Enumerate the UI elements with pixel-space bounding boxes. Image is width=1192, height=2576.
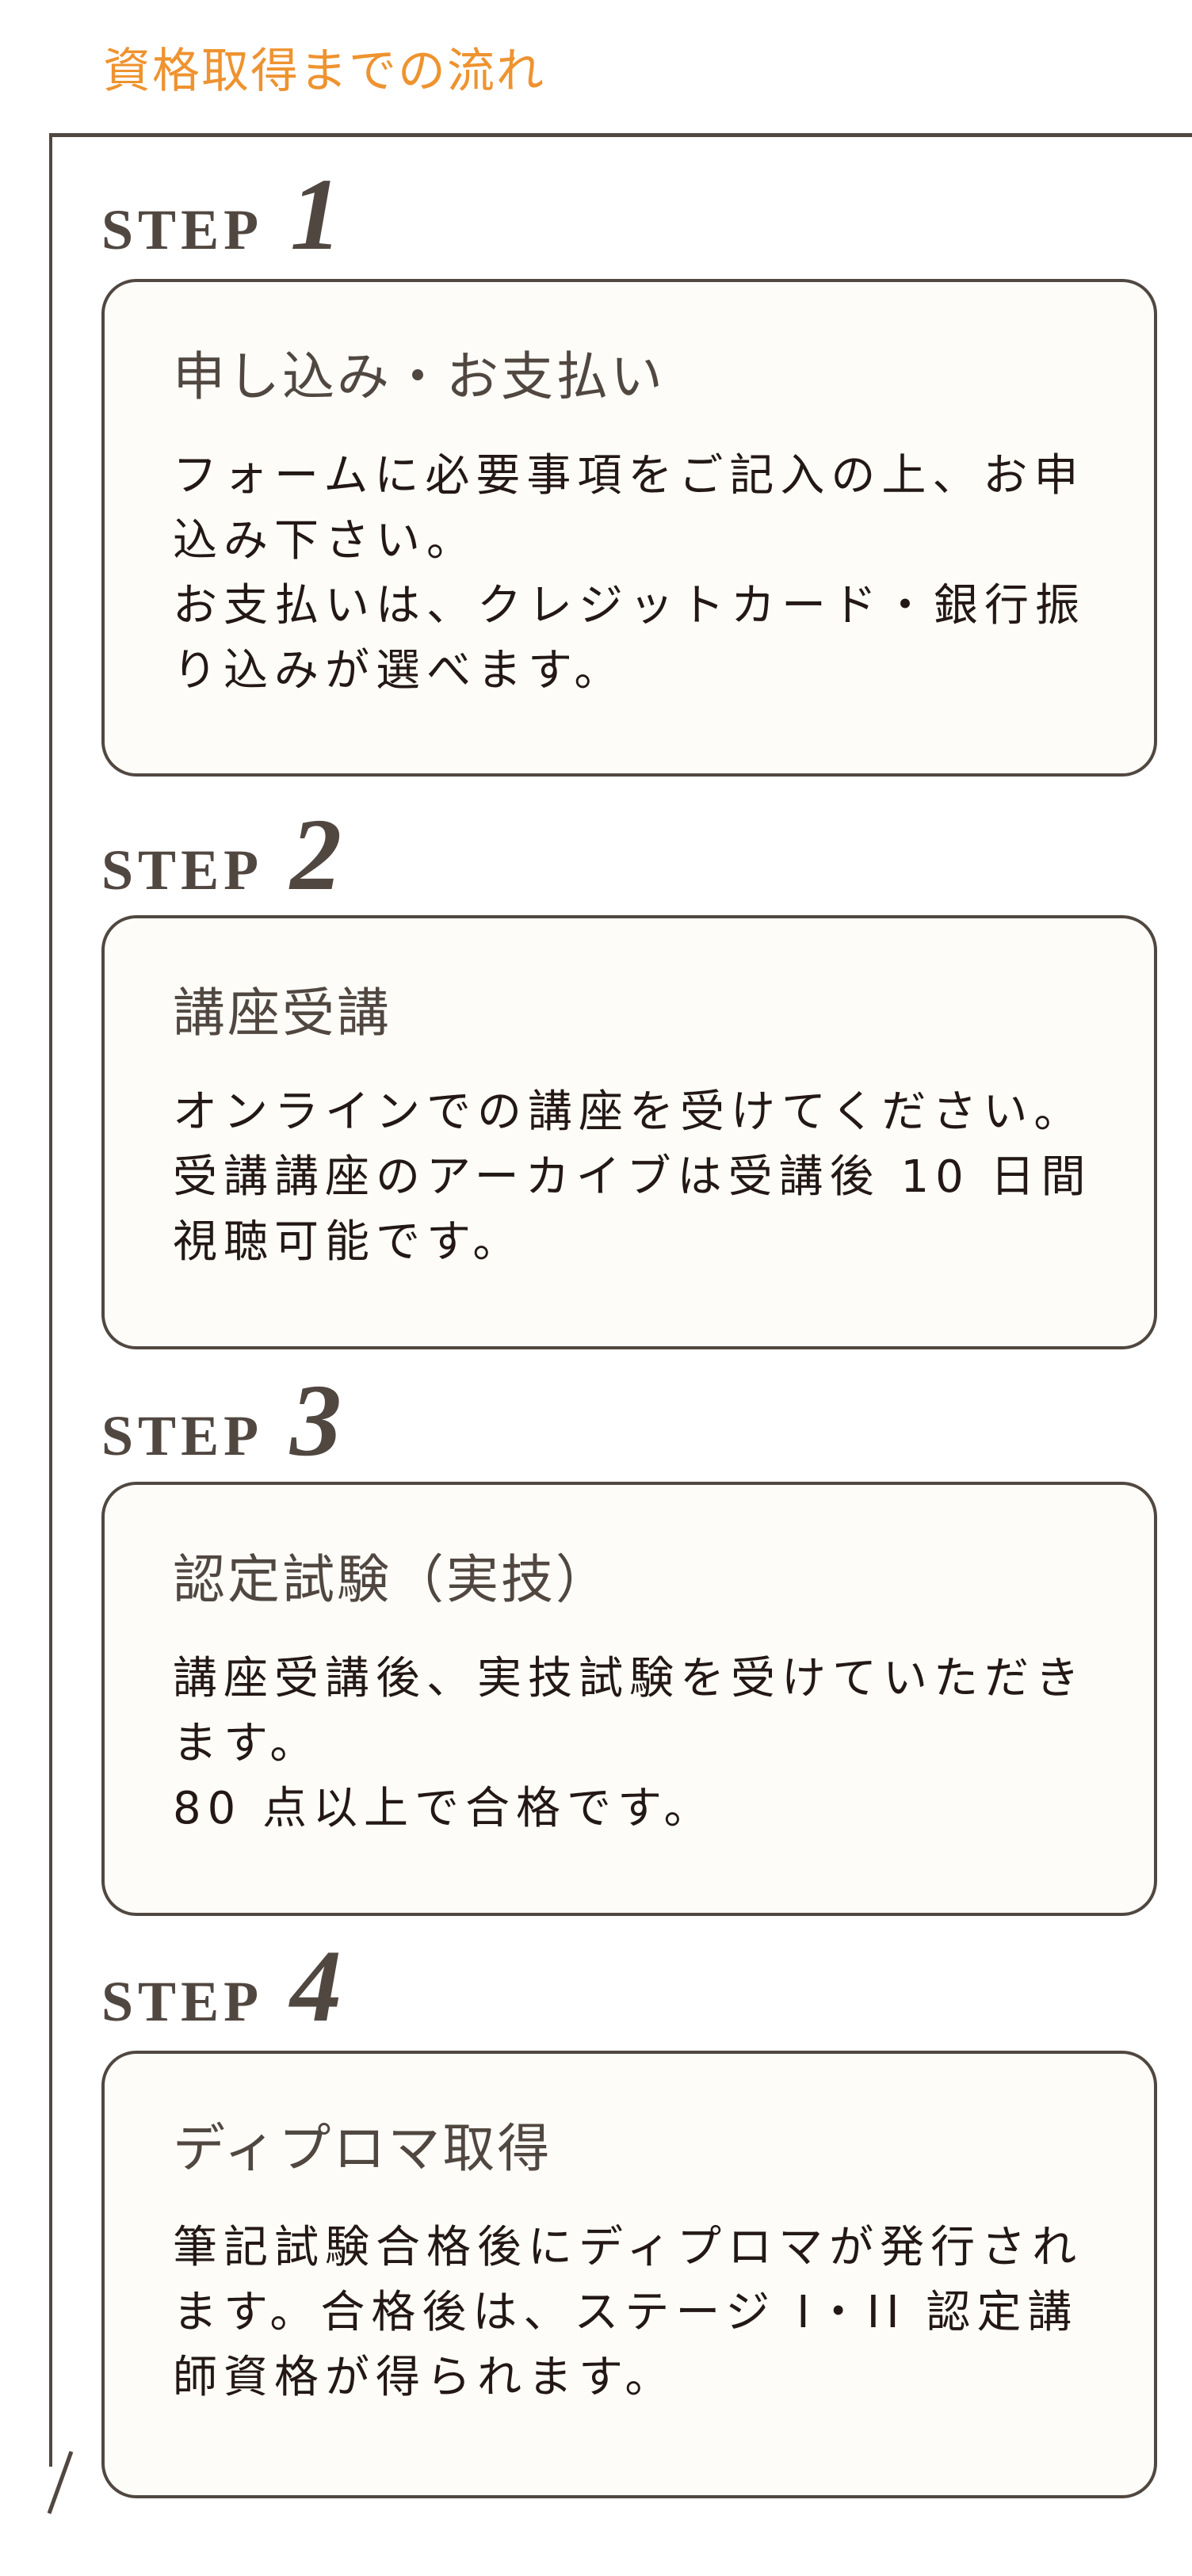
- timeline-vertical-line: [49, 133, 52, 2467]
- step-word: STEP: [101, 1970, 264, 2033]
- step-card-1: 申し込み・お支払い フォームに必要事項をご記入の上、お申 込み下さい。 お支払い…: [101, 279, 1157, 777]
- description-line: 師資格が得られます。: [173, 2352, 676, 2403]
- step-number: 4: [290, 1929, 342, 2044]
- description-line: オンラインでの講座を受けてください。: [173, 1086, 1085, 1138]
- description-line: 講座受講後、実技試験を受けていただき: [173, 1653, 1086, 1704]
- step-word: STEP: [101, 198, 264, 261]
- step-number: 1: [290, 158, 342, 272]
- step-label-1: STEP 1: [101, 155, 342, 274]
- description-line: 筆記試験合格後にディプロマが発行され: [173, 2222, 1083, 2273]
- description-line: り込みが選べます。: [173, 645, 625, 696]
- step-heading: 認定試験（実技）: [173, 1549, 610, 1610]
- step-description: オンラインでの講座を受けてください。 受講講座のアーカイブは受講後 10 日間 …: [173, 1080, 1106, 1275]
- step-card-4: ディプロマ取得 筆記試験合格後にディプロマが発行され ます。合格後は、ステージ …: [101, 2051, 1157, 2498]
- description-line: フォームに必要事項をご記入の上、お申: [173, 450, 1085, 502]
- description-line: 80 点以上で合格です。: [173, 1783, 715, 1834]
- step-heading: ディプロマ取得: [173, 2118, 552, 2179]
- step-word: STEP: [101, 838, 264, 902]
- step-word: STEP: [101, 1404, 264, 1467]
- step-label-4: STEP 4: [101, 1927, 342, 2046]
- description-line: 込み下さい。: [173, 515, 477, 567]
- timeline-top-line: [49, 133, 1192, 137]
- step-description: 講座受講後、実技試験を受けていただき ます。 80 点以上で合格です。: [173, 1647, 1106, 1841]
- step-description: フォームに必要事項をご記入の上、お申 込み下さい。 お支払いは、クレジットカード…: [173, 444, 1106, 704]
- description-line: 視聴可能です。: [173, 1216, 524, 1268]
- description-line: ます。合格後は、ステージ I・II 認定講: [173, 2287, 1079, 2338]
- page-title: 資格取得までの流れ: [103, 44, 545, 99]
- step-label-3: STEP 3: [101, 1361, 342, 1480]
- step-heading: 講座受講: [173, 983, 392, 1044]
- description-line: 受講講座のアーカイブは受講後 10 日間: [173, 1151, 1092, 1203]
- step-card-2: 講座受講 オンラインでの講座を受けてください。 受講講座のアーカイブは受講後 1…: [101, 915, 1157, 1349]
- step-card-3: 認定試験（実技） 講座受講後、実技試験を受けていただき ます。 80 点以上で合…: [101, 1482, 1157, 1916]
- step-number: 2: [290, 798, 342, 912]
- description-line: お支払いは、クレジットカード・銀行振: [173, 580, 1086, 632]
- description-line: ます。: [173, 1718, 321, 1769]
- step-number: 3: [290, 1364, 342, 1478]
- step-label-2: STEP 2: [101, 796, 342, 914]
- step-heading: 申し込み・お支払い: [173, 346, 665, 407]
- step-description: 筆記試験合格後にディプロマが発行され ます。合格後は、ステージ I・II 認定講…: [173, 2215, 1106, 2410]
- timeline-end-mark: [47, 2451, 74, 2514]
